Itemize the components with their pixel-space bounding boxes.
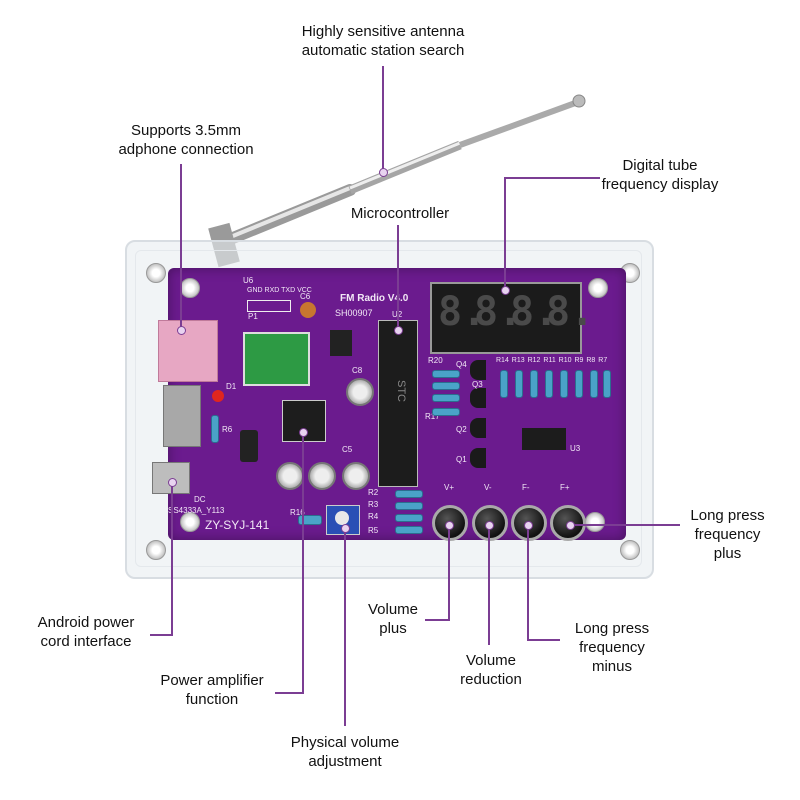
board-title: FM Radio V4.0 [340, 293, 409, 304]
header-pins: GND RXD TXD VCC [247, 287, 312, 294]
board-model: ZY-SYJ-141 [205, 518, 270, 532]
resistor-row-labels: R14 R13 R12 R11 R10 R9 R8 R7 [496, 357, 608, 364]
headphone-jack [158, 320, 218, 382]
fm-module [243, 332, 310, 386]
silk-u6: U6 [243, 276, 254, 285]
microcontroller-chip [378, 320, 418, 487]
driver-chip [522, 428, 566, 450]
callout-microcontroller: Microcontroller [350, 205, 450, 222]
